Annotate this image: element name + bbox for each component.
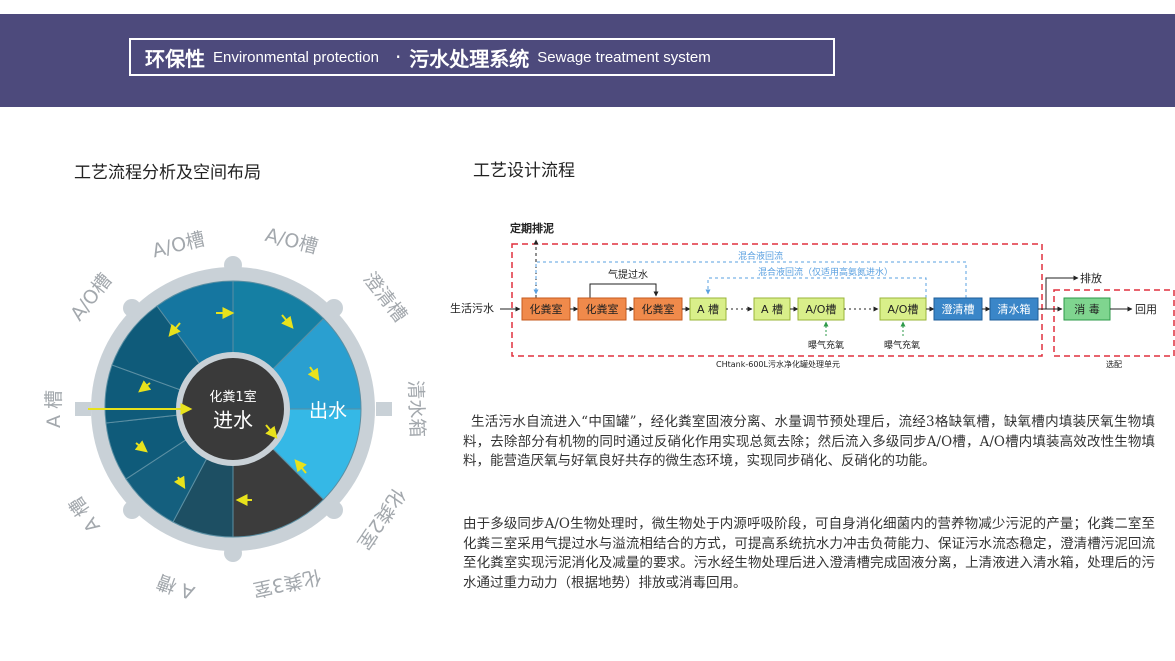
description-paragraph-2: 由于多级同步A/O生物处理时，微生物处于内源呼吸阶段，可自身消化细菌内的营养物减… [463,516,1155,591]
title-separator: · [394,45,402,69]
right-section-title: 工艺设计流程 [473,161,575,181]
inlet-label: 生活污水 [450,301,494,315]
inlet-pipe-stub [75,402,91,416]
box-label: 清水箱 [998,302,1031,316]
outlet-pipe-stub [376,402,392,416]
flow-arrow [281,314,294,329]
sludge-label: 定期排泥 [510,221,554,235]
aeration-label-2: 曝气充氧 [884,339,920,351]
box-label: A 槽 [697,303,719,316]
return-line-2 [705,277,927,298]
title-en-1: Environmental protection [213,48,379,66]
tank-layout-diagram: 化粪1室 进水 出水 A/O槽 A/O槽 澄清槽 清水箱 化粪2室 化粪3室 A… [43,224,428,604]
box-label: A 槽 [761,303,783,316]
ring-bump [224,544,242,562]
header-bar [0,14,1175,107]
process-flow-diagram: 定期排泥 混合液回流 混合液回流（仅适用高氨氮进水） 气提过水 生活污水 化粪室… [450,221,1175,369]
ring-label: A 槽 [154,570,197,604]
box-label: A/O槽 [888,303,919,316]
left-section-title: 工艺流程分析及空间布局 [74,163,261,183]
flow-arrow [138,380,152,393]
title-en-2: Sewage treatment system [537,48,711,66]
flow-arrow [265,424,278,439]
flow-arrow [307,366,320,381]
airlift-label: 气提过水 [608,268,648,281]
aeration-label-1: 曝气充氧 [808,339,844,351]
reuse-label: 回用 [1135,303,1157,316]
flow-arrow [294,459,307,474]
ring-label: 清水箱 [404,380,428,438]
box-label: 化粪室 [586,302,619,316]
ring-label: 化粪2室 [353,484,410,554]
box-label: 消 毒 [1074,302,1100,316]
optional-unit-frame [1053,289,1175,357]
page-title: 环保性 Environmental protection · 污水处理系统 Se… [129,38,835,76]
box-label: A/O槽 [806,303,837,316]
unit-caption: CHtank-600L污水净化罐处理单元 [716,359,840,369]
center-big-label: 进水 [213,408,253,432]
airlift-line [589,283,659,298]
flow-arrow [168,322,181,337]
flow-arrow [173,475,186,490]
ring-bump [224,256,242,274]
discharge-arrow [1045,275,1079,309]
ring-label: A/O槽 [150,228,207,262]
description-paragraph-1: 生活污水自流进入“中国罐”，经化粪室固液分离、水量调节预处理后，流经3格缺氧槽，… [463,414,1155,469]
ring-label: A 槽 [43,390,65,428]
box-label: 化粪室 [642,302,675,316]
box-label: 化粪室 [530,302,563,316]
discharge-label: 排放 [1080,271,1102,285]
ring-label: 澄清槽 [359,268,411,326]
ring-bump [325,299,343,317]
ring-bump [325,501,343,519]
main-unit-frame [511,243,1043,357]
optional-caption: 选配 [1106,359,1122,369]
return-label-1: 混合液回流 [738,250,783,262]
ring-label: A/O槽 [66,270,116,326]
title-cn-2: 污水处理系统 [409,46,530,71]
flow-arrow [134,440,148,453]
ring-label: A 槽 [65,492,105,536]
ring-bump [123,299,141,317]
ring-label: A/O槽 [263,224,320,258]
return-label-2: 混合液回流（仅适用高氨氮进水） [758,266,893,278]
ring-label: 化粪3室 [251,565,323,601]
outlet-label: 出水 [309,400,347,422]
return-line-1 [533,261,967,298]
title-cn-1: 环保性 [145,46,205,71]
center-small-label: 化粪1室 [209,389,256,405]
ring-bump [123,501,141,519]
box-label: 澄清槽 [942,302,975,316]
